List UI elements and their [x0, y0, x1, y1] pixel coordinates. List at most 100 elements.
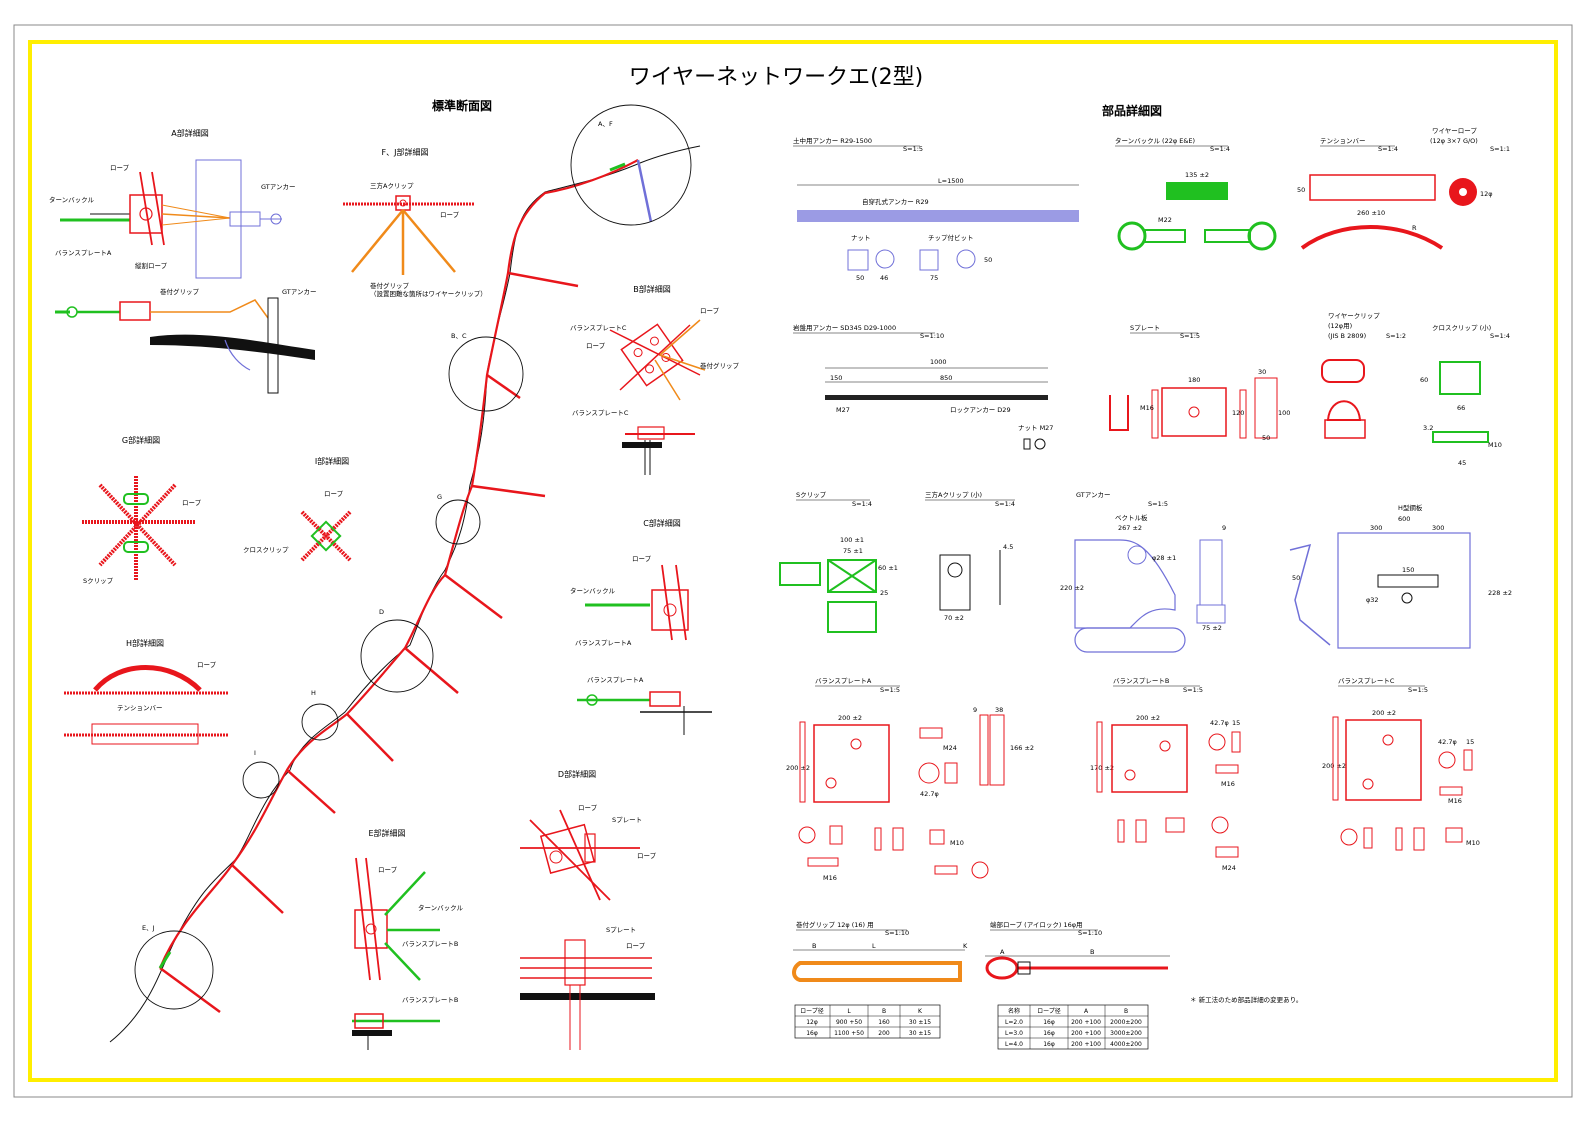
drawing-title: ワイヤーネットワークエ(2型) [629, 65, 924, 90]
rope-th-1: ロープ径 [1037, 1007, 1061, 1015]
d-label-rope2: ロープ [637, 852, 657, 860]
rock-d3: 850 [940, 374, 952, 382]
part-tension-scale: S=1:4 [1378, 145, 1398, 153]
fj-label-clip: 三方Aクリップ [370, 181, 414, 190]
gt-d6: 75 ±2 [1202, 624, 1222, 632]
part-sclip-title: Sクリップ [796, 491, 827, 499]
c-label-turnbuckle: ターンバックル [570, 586, 615, 595]
grip-table: ロープ径 L B K 12φ 900 +50 160 30 ±15 16φ 11… [794, 1004, 941, 1039]
crossclip-d2: 66 [1457, 404, 1465, 412]
a-label-grip: 巻付グリップ [160, 287, 200, 296]
splate-d3: 30 [1258, 368, 1266, 376]
grip-td-1-3: 30 ±15 [909, 1030, 931, 1037]
g-label-rope: ロープ [182, 499, 202, 507]
part-bpc-scale: S=1:5 [1408, 686, 1428, 694]
a-label-gt: GTアンカー [261, 183, 296, 191]
ground-line [109, 145, 701, 1043]
detail-e: E部詳細図 ロープ ターンバックル バランスプレートB バランスプレートB [352, 828, 463, 1050]
a-label-bpa: バランスプレートA [55, 249, 112, 257]
part-grip-title: 巻付グリップ 12φ (16) 用 [796, 920, 874, 929]
detail-fj: F、J部詳細図 三方Aクリップ ロープ 巻付グリップ （設置困難な箇所はワイヤー… [343, 147, 487, 298]
part-anchor-rock: 岩盤用アンカー SD345 D29-1000 S=1:10 1000 150 8… [793, 323, 1053, 450]
part-bp-b: バランスプレートB S=1:5 200 ±2 170 ±2 42.7φ 15 M… [1090, 677, 1241, 872]
part-rock-scale: S=1:10 [920, 332, 944, 340]
splate-d6: 100 [1278, 409, 1290, 417]
e-label-rope: ロープ [378, 866, 398, 874]
detail-h-title: H部詳細図 [126, 638, 164, 648]
right-heading: 部品詳細図 [1102, 103, 1162, 118]
crossclip-d5: 45 [1458, 459, 1466, 467]
rope-table: 名称 ロープ径 A B L=2.0 16φ 200 +100 2000±200 … [997, 1004, 1149, 1050]
part-splate-scale: S=1:5 [1180, 332, 1200, 340]
e-label-turnbuckle: ターンバックル [418, 903, 463, 912]
rope-td-0-2: 200 +100 [1071, 1019, 1101, 1026]
rope-td-0-1: 16φ [1043, 1019, 1055, 1026]
part-rock-title: 岩盤用アンカー SD345 D29-1000 [793, 323, 896, 332]
splate-d4: M16 [1140, 404, 1154, 412]
bpa-d8: M16 [823, 874, 837, 882]
grip-d2: L [872, 942, 876, 950]
slope-markers: A、F B、C G D H I E、J [142, 120, 613, 932]
part-grip: 巻付グリップ 12φ (16) 用 S=1:10 B L K [792, 920, 968, 982]
b-label-grip: 巻付グリップ [700, 361, 740, 370]
splate-d7: 50 [1262, 434, 1270, 442]
part-anchor-mid: 土中用アンカー R29-1500 S=1:5 L=1500 自穿孔式アンカー R… [793, 136, 1079, 282]
part-wireclip-sub2: (JIS B 2809) [1328, 332, 1366, 340]
grip-green-top [609, 162, 626, 172]
gt-d3: φ28 ±1 [1152, 554, 1176, 562]
grip-green-bottom [158, 951, 172, 969]
part-splate-title: Sプレート [1130, 324, 1160, 332]
bpa-d3: 9 [973, 706, 977, 714]
bpb-d3: 42.7φ [1210, 719, 1229, 727]
d-label-rope3: ロープ [626, 942, 646, 950]
a-label-rope: ロープ [110, 164, 130, 172]
e-label-bpb2: バランスプレートB [402, 996, 458, 1004]
cross-section: A、F B、C G D H I E、J [109, 104, 701, 1043]
rope-td-0-3: 2000±200 [1110, 1019, 1142, 1026]
marker-af: A、F [598, 120, 613, 128]
sclip-d2: 75 ±1 [843, 547, 863, 555]
part-rope-title: ワイヤーロープ [1432, 127, 1477, 135]
part-endrope-title: 端部ロープ (アイロック) 16φ用 [990, 920, 1083, 929]
part-anchor-mid-title: 土中用アンカー R29-1500 [793, 136, 872, 145]
splate-d5: 120 [1232, 409, 1244, 417]
part-bp-c: バランスプレートC S=1:5 200 ±2 200 ±2 42.7φ 15 M… [1322, 677, 1480, 851]
detail-i-title: I部詳細図 [315, 456, 349, 466]
c-label-bpa2: バランスプレートA [587, 676, 644, 684]
rope-td-1-3: 3000±200 [1110, 1030, 1142, 1037]
hplate-d6: 228 ±2 [1488, 589, 1512, 597]
part-h-plate: H型鋼板 600 300 300 150 228 ±2 φ32 50 [1289, 503, 1512, 649]
part-s-plate: Sプレート S=1:5 180 30 M16 120 100 50 [1109, 324, 1290, 442]
anchor-bars [159, 271, 579, 1014]
rope-th-3: B [1124, 1008, 1128, 1015]
c-label-rope: ロープ [632, 555, 652, 563]
rope-td-2-0: L=4.0 [1005, 1041, 1023, 1048]
fj-label-note: （設置困難な箇所はワイヤークリップ） [370, 289, 487, 298]
anchor-mid-d3: 75 [930, 274, 938, 282]
sclip-d3: 60 ±1 [878, 564, 898, 572]
sclip-d4: 25 [880, 589, 888, 597]
part-aclip-scale: S=1:4 [995, 500, 1015, 508]
d-label-rope: ロープ [578, 804, 598, 812]
detail-b-title: B部詳細図 [633, 284, 671, 294]
grip-td-0-0: 12φ [806, 1019, 818, 1026]
anchor-mid-bit: チップ付ビット [928, 233, 974, 242]
tension-d2: 260 ±10 [1357, 209, 1385, 217]
net-rope [158, 159, 639, 969]
b-label-rope2: ロープ [586, 342, 606, 350]
gt-anchor-bar [636, 159, 653, 223]
detail-g-title: G部詳細図 [122, 435, 160, 445]
aclip-d2: 4.5 [1003, 543, 1013, 551]
note-text: ＊ 新工法のため部品詳細の変更あり。 [1190, 995, 1302, 1004]
part-turnbuckle: ターンバックル (22φ E&E) S=1:4 135 ±2 M22 [1115, 136, 1277, 251]
part-bpa-title: バランスプレートA [815, 677, 872, 685]
detail-d-title: D部詳細図 [558, 769, 596, 779]
part-crossclip-scale: S=1:4 [1490, 332, 1510, 340]
part-wire-rope: ワイヤーロープ (12φ 3×7 G/O) S=1:1 12φ [1430, 127, 1510, 206]
b-label-bpc: バランスプレートC [570, 324, 627, 332]
e-label-bpb: バランスプレートB [402, 940, 458, 948]
a-label-turnbuckle: ターンバックル [49, 195, 94, 204]
g-label-sclip: Sクリップ [83, 577, 114, 585]
part-gt-scale: S=1:5 [1148, 500, 1168, 508]
